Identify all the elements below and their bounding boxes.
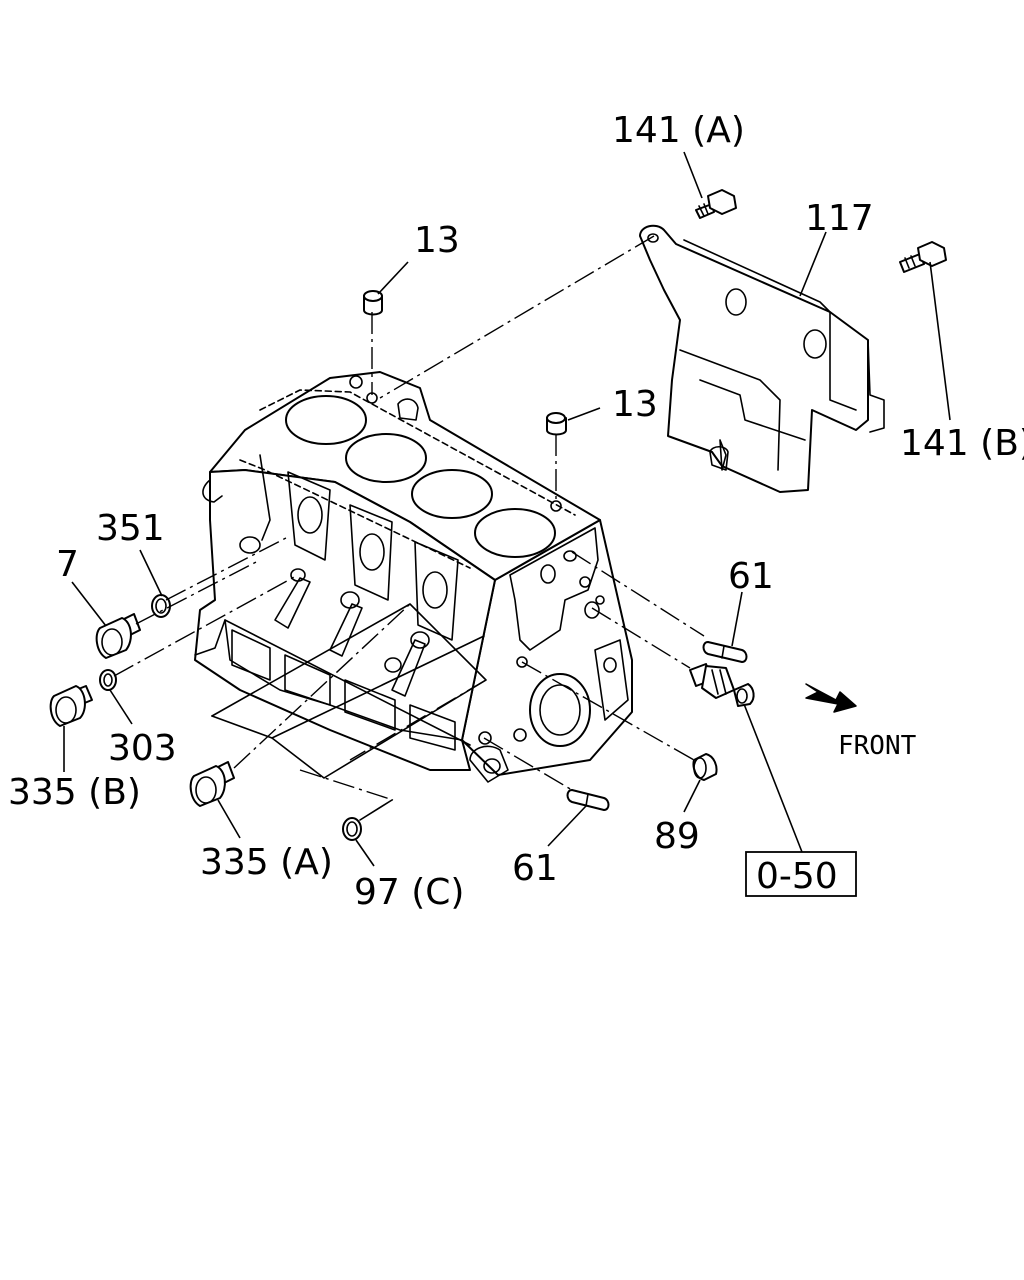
callout-303: 303 xyxy=(108,728,177,769)
plate-117 xyxy=(639,224,885,493)
callout-7: 7 xyxy=(56,544,79,585)
pin-61-right xyxy=(702,641,748,663)
alignment-lines xyxy=(113,235,705,801)
guide-lines xyxy=(211,603,487,821)
plug-335b xyxy=(49,685,93,727)
callout-13-right: 13 xyxy=(612,384,658,425)
cap-97c xyxy=(342,817,362,841)
callout-335a: 335 (A) xyxy=(200,842,333,883)
dowel-13-right xyxy=(546,412,567,436)
plug-335a xyxy=(189,761,235,807)
front-arrow-icon xyxy=(805,683,857,713)
dowel-13-top xyxy=(363,290,383,316)
plug-89 xyxy=(692,753,718,781)
bolt-141a xyxy=(695,189,737,219)
leader-lines xyxy=(63,151,951,867)
reference-label-0-50: 0-50 xyxy=(756,856,838,897)
callout-351: 351 xyxy=(96,508,165,549)
washer-303 xyxy=(99,669,117,691)
callout-61-bottom: 61 xyxy=(512,848,558,889)
callout-97c: 97 (C) xyxy=(354,872,464,913)
callout-89: 89 xyxy=(654,816,700,857)
callout-335b: 335 (B) xyxy=(8,772,141,813)
callout-13-top: 13 xyxy=(414,220,460,261)
callout-117: 117 xyxy=(805,198,874,239)
callout-141a: 141 (A) xyxy=(612,110,745,151)
reference-box-0-50 xyxy=(745,851,857,897)
cylinder-block xyxy=(194,371,633,783)
callout-61-right: 61 xyxy=(728,556,774,597)
callout-141b: 141 (B) xyxy=(900,423,1024,464)
sensor-assembly-0-50 xyxy=(689,663,755,707)
plug-7 xyxy=(95,613,141,659)
pin-61-bottom xyxy=(566,789,610,811)
front-label: FRONT xyxy=(838,731,917,761)
bolt-141b xyxy=(899,241,947,273)
